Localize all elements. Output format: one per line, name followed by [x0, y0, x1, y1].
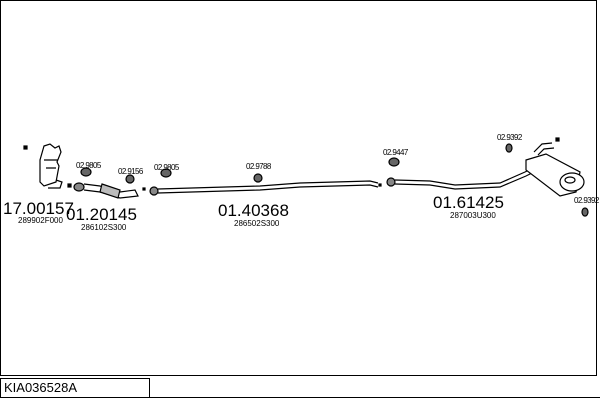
oem-number: 289902F000	[18, 216, 63, 225]
diagram-frame	[0, 0, 597, 376]
small-part-label: 02.9805	[154, 163, 180, 172]
small-part-label: 02.9392	[497, 133, 523, 142]
part-number: 01.40368	[218, 201, 289, 220]
part-number: 17.00157	[3, 199, 74, 218]
part-number: 01.61425	[433, 193, 504, 212]
small-part-label: 02.9788	[246, 162, 272, 171]
small-part-label: 02.9392	[574, 196, 600, 205]
small-part-label: 02.9805	[76, 161, 102, 170]
diagram-code: KIA036528A	[0, 378, 150, 398]
small-part-label: 02.9156	[118, 167, 144, 176]
hanger-icon	[505, 143, 513, 153]
catalytic-converter-drawing	[23, 143, 72, 189]
bottom-divider	[150, 397, 600, 398]
rear-silencer-drawing	[386, 137, 585, 197]
part-number: 01.20145	[66, 205, 137, 224]
hanger-icon	[581, 207, 589, 217]
gasket-icon	[160, 168, 172, 178]
oem-number: 287003U300	[450, 211, 496, 220]
gasket-icon	[80, 167, 92, 177]
hanger-icon	[388, 157, 400, 167]
oem-number: 286102S300	[81, 223, 127, 232]
clamp-icon	[125, 174, 135, 184]
middle-pipe-drawing	[149, 180, 382, 196]
small-part-label: 02.9447	[383, 148, 409, 157]
hanger-icon	[253, 173, 263, 183]
oem-number: 286502S300	[234, 219, 280, 228]
front-pipe-drawing	[73, 182, 146, 199]
